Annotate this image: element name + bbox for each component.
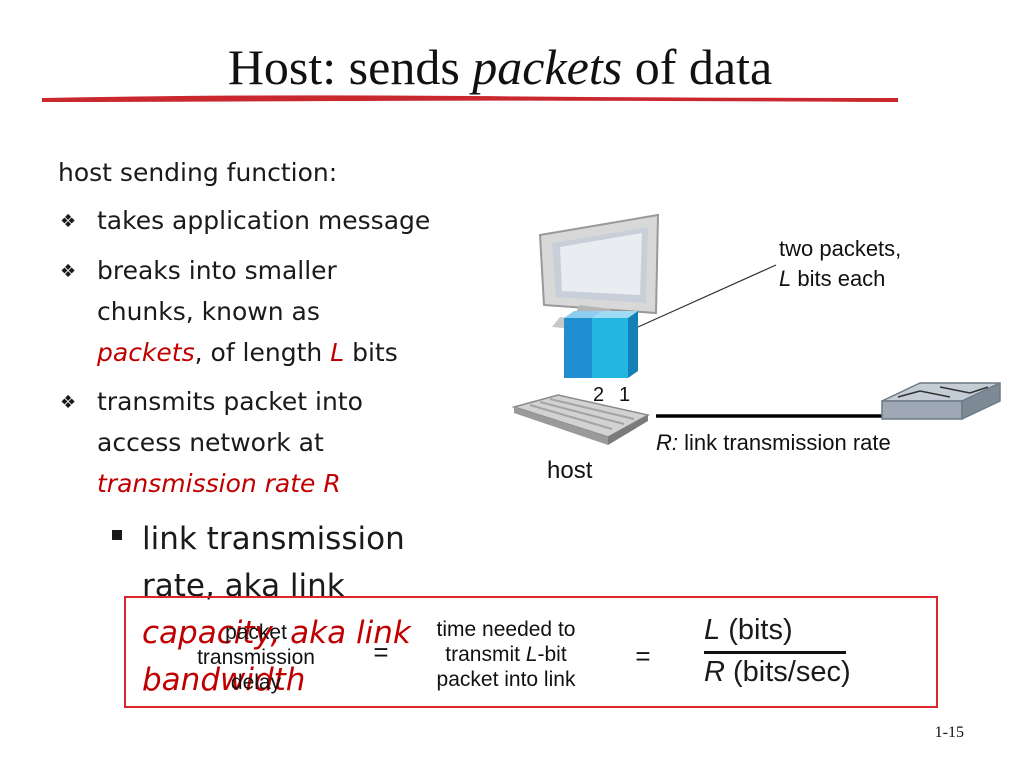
ptd-line2: transmission — [197, 646, 315, 669]
transmission-rate-term: transmission rate R — [97, 469, 341, 498]
packet-1-icon — [592, 311, 638, 378]
bits-text: bits — [344, 338, 398, 367]
host-label: host — [547, 457, 593, 484]
fraction-denominator: R (bits/sec) — [704, 656, 851, 689]
ptd-line3: delay — [230, 671, 282, 694]
L-symbol: L — [525, 643, 538, 666]
title-italic: packets — [472, 39, 623, 95]
title-underline — [42, 95, 898, 102]
packet-number-2: 2 — [593, 384, 605, 406]
slide-title: Host: sends packets of data — [0, 38, 1000, 96]
bits-each-text: bits each — [791, 266, 886, 291]
numerator-L: L — [704, 614, 721, 646]
denominator-unit: (bits/sec) — [724, 656, 851, 688]
time-needed-line2: transmit L-bit — [408, 642, 604, 667]
length-text: , of length — [194, 338, 331, 367]
sub-bullet-line1: link transmission — [142, 521, 405, 557]
time-needed-line1: time needed to — [436, 618, 576, 641]
length-L: L — [330, 338, 345, 367]
fraction-bar — [704, 651, 846, 654]
transmit-text: transmit — [445, 643, 526, 666]
packets-term: packets — [97, 338, 195, 367]
link-rate-label: R: link transmission rate — [656, 430, 891, 456]
bullet-breaks-line1: breaks into smaller — [97, 256, 337, 285]
sub-bullet-capacity: capacity, aka link — [142, 615, 411, 651]
packet-number-1: 1 — [619, 384, 631, 406]
page-number: 1-15 — [934, 724, 964, 741]
two-packets-L: L — [779, 266, 792, 291]
bullet-transmits-line2: access network at — [97, 428, 324, 457]
pointer-line — [637, 264, 777, 328]
title-part2: of data — [622, 39, 773, 95]
bullet-takes-message: takes application message — [97, 206, 431, 235]
keyboard-icon — [511, 394, 651, 445]
diamond-bullet-icon: ❖ — [60, 261, 77, 282]
formula-box — [124, 596, 938, 708]
diamond-bullet-icon: ❖ — [60, 392, 77, 413]
heading-host-sending: host sending function: — [58, 158, 338, 187]
numerator-unit: (bits) — [720, 614, 793, 646]
bullet-transmits-line1: transmits packet into — [97, 387, 363, 416]
two-packets-label-line1: two packets, — [779, 236, 902, 261]
r-symbol: R: — [656, 430, 678, 455]
ptd-line1: packet — [225, 621, 287, 644]
time-needed-line3: packet into link — [436, 668, 576, 691]
bullet-breaks-line3: packets, of length L bits — [97, 332, 398, 373]
fraction-numerator: L (bits) — [704, 614, 793, 647]
diamond-bullet-icon: ❖ — [60, 211, 77, 232]
bullet-breaks-line2: chunks, known as — [97, 297, 320, 326]
link-rate-text: link transmission rate — [678, 430, 891, 455]
host-network-diagram — [511, 213, 1001, 445]
denominator-R: R — [704, 656, 725, 688]
sub-bullet-line2: rate, aka link — [142, 568, 345, 604]
switch-icon — [881, 381, 1001, 421]
two-packets-label-line2: L bits each — [779, 266, 885, 292]
equals-sign-2: = — [635, 641, 651, 671]
bit-text: -bit — [537, 643, 567, 666]
square-bullet-icon — [112, 530, 122, 540]
sub-bullet-bandwidth: bandwidth — [142, 662, 306, 698]
title-part1: Host: sends — [227, 39, 473, 95]
equals-sign-1: = — [373, 637, 389, 667]
